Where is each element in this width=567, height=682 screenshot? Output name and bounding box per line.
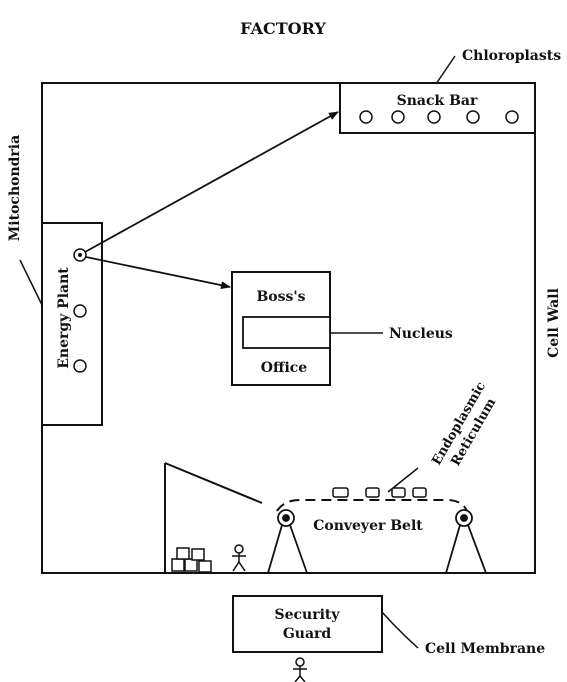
- security-guard-box: [233, 596, 382, 652]
- mitochondria-label: Mitochondria: [7, 135, 23, 241]
- er-label-group: Endoplasmic Reticulum: [429, 379, 504, 476]
- security-guard-label-line2: Guard: [283, 626, 332, 642]
- nucleus-inner-box: [243, 317, 330, 348]
- boss-office-label-bottom: Office: [261, 360, 308, 376]
- snack-bar-label: Snack Bar: [397, 93, 478, 109]
- chloroplasts-leader-line: [436, 56, 455, 84]
- boss-office-label-top: Boss's: [256, 289, 305, 305]
- ramp-slope-line: [165, 463, 262, 503]
- conveyer-left-pulley: [268, 510, 307, 573]
- cell-wall-label: Cell Wall: [546, 288, 562, 358]
- stacked-boxes: [172, 548, 211, 572]
- energy-plant-box: [42, 223, 102, 425]
- diagram-title: FACTORY: [240, 19, 326, 38]
- nucleus-label: Nucleus: [389, 326, 453, 342]
- arrow-to-snack-bar: [85, 112, 338, 252]
- arrow-to-boss-office: [86, 257, 230, 287]
- conveyer-belt-top: [277, 500, 467, 511]
- security-guard-label-line1: Security: [274, 607, 340, 623]
- security-guard-stick-figure: [293, 658, 307, 682]
- cell-membrane-leader-line: [382, 612, 418, 648]
- conveyer-belt-label: Conveyer Belt: [313, 518, 423, 534]
- energy-plant-label: Energy Plant: [56, 267, 72, 369]
- conveyer-packages: [333, 488, 426, 497]
- worker-stick-figure: [232, 545, 246, 571]
- chloroplasts-label: Chloroplasts: [462, 48, 561, 64]
- energy-plant-core-dot: [78, 253, 82, 257]
- conveyer-right-pulley: [446, 510, 486, 573]
- cell-membrane-label: Cell Membrane: [425, 641, 545, 657]
- mitochondria-leader-line: [20, 260, 42, 305]
